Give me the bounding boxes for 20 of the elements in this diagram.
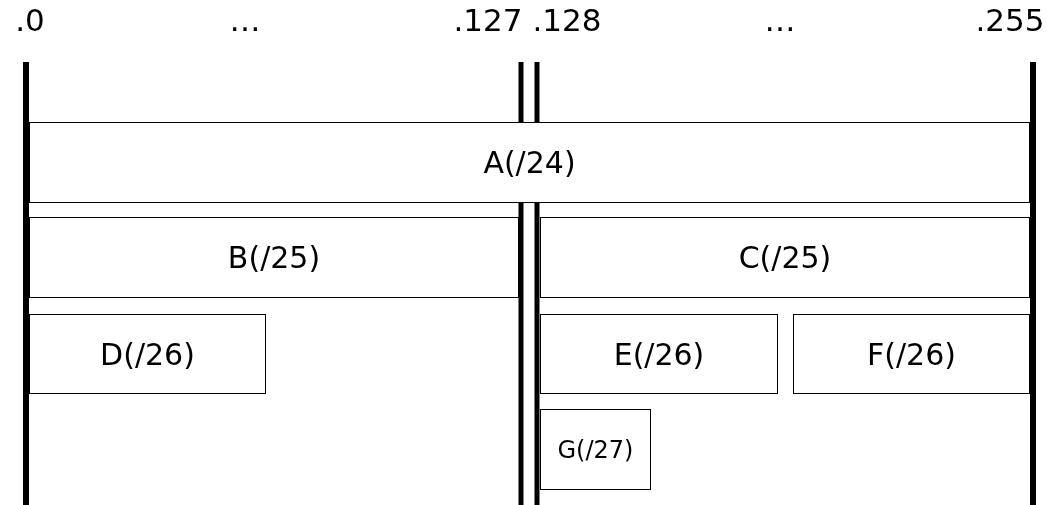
address-label: .255 [975, 2, 1045, 38]
subnet-box [540, 217, 1030, 298]
address-label: .0 [15, 2, 45, 38]
subnet-label: F(/26) [867, 336, 956, 372]
subnet-box [29, 122, 1030, 203]
address-label: .127 [453, 2, 523, 38]
address-label: .128 [532, 2, 602, 38]
subnet-label: B(/25) [227, 240, 321, 275]
subnet-label: A(/24) [483, 145, 576, 180]
subnet-label: G(/27) [557, 435, 634, 464]
subnet-box [540, 314, 778, 394]
subnet-box [793, 314, 1030, 394]
subnet-label: D(/26) [100, 336, 195, 372]
address-label: … [229, 2, 261, 38]
subnet-label: C(/25) [738, 240, 832, 275]
subnet-label: E(/26) [613, 336, 705, 372]
subnet-box [29, 314, 266, 394]
subnet-box [540, 409, 651, 490]
address-label: … [764, 2, 796, 38]
subnet-box [29, 217, 519, 298]
